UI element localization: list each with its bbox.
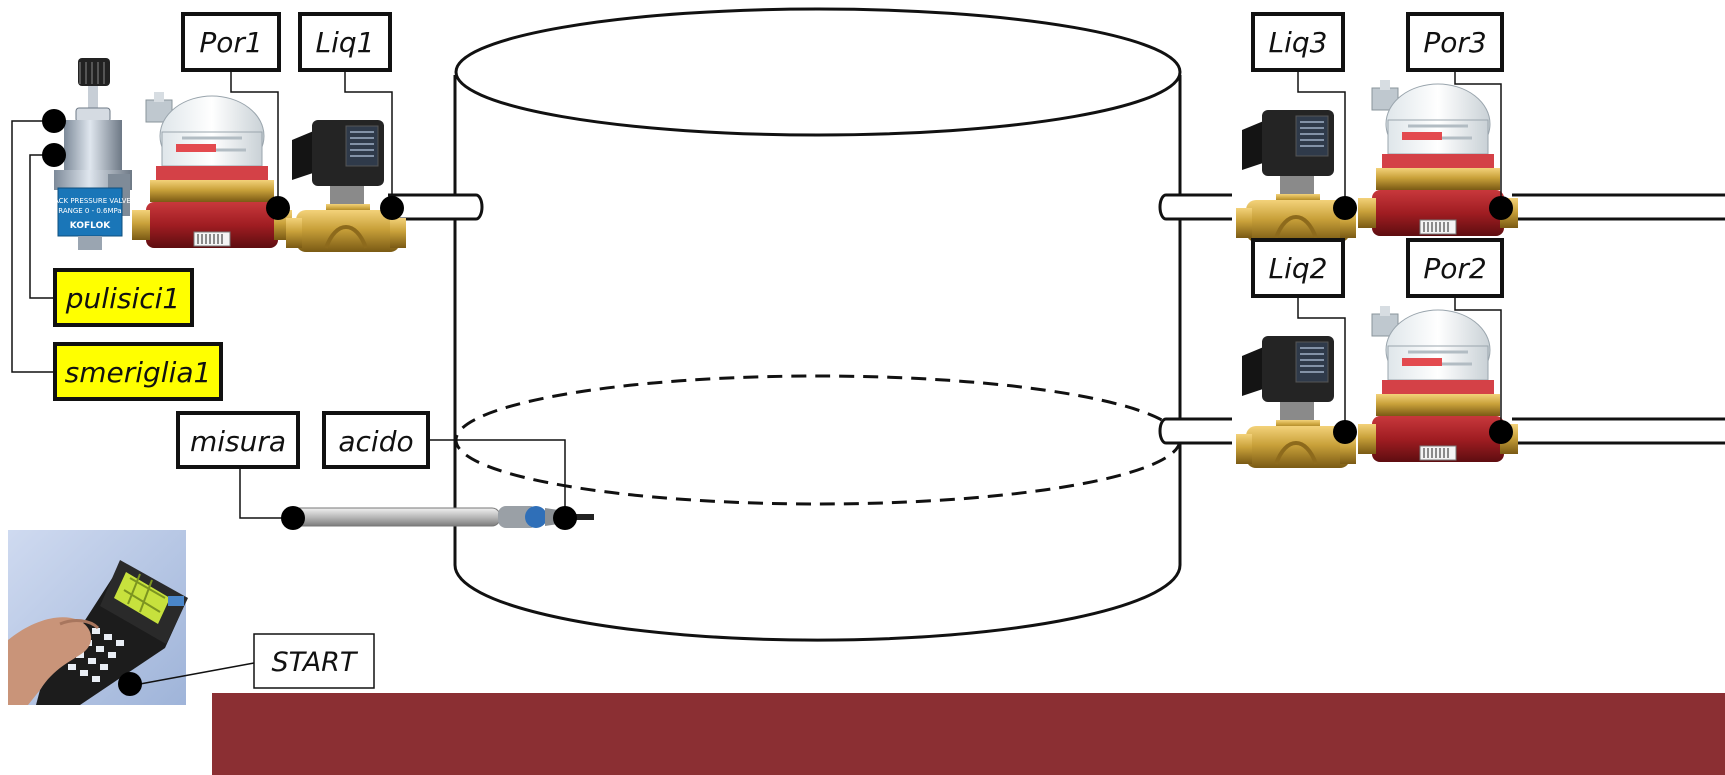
label-smeriglia1[interactable]: smeriglia1 bbox=[53, 342, 223, 401]
pipe-right-top bbox=[1158, 193, 1232, 221]
label-por1-text: Por1 bbox=[199, 26, 262, 59]
label-liq2[interactable]: Liq2 bbox=[1251, 238, 1345, 298]
start-button-label: START bbox=[272, 647, 359, 678]
label-liq3-text: Liq3 bbox=[1269, 26, 1328, 59]
dot-por1 bbox=[266, 196, 290, 220]
pipe-right-bottom-outlet bbox=[1512, 417, 1725, 445]
leader-pulisci1 bbox=[29, 154, 55, 299]
dot-pulisci1 bbox=[42, 143, 66, 167]
solenoid-valve-liq2 bbox=[1236, 334, 1356, 470]
leader-smeriglia1 bbox=[11, 120, 55, 373]
dot-smeriglia1 bbox=[42, 109, 66, 133]
label-liq3[interactable]: Liq3 bbox=[1251, 12, 1345, 72]
dot-por3 bbox=[1489, 196, 1513, 220]
dot-liq3 bbox=[1333, 196, 1357, 220]
regulator-plate-line1: BACK PRESSURE VALVE bbox=[49, 197, 131, 205]
pipe-left-inlet bbox=[388, 193, 484, 221]
back-pressure-regulator: BACK PRESSURE VALVE RANGE 0 - 0.6MPa KOF… bbox=[49, 58, 132, 250]
pipe-right-bottom bbox=[1158, 417, 1232, 445]
label-liq1[interactable]: Liq1 bbox=[298, 12, 392, 72]
dot-por2 bbox=[1489, 420, 1513, 444]
leader-liq3 bbox=[1297, 70, 1346, 208]
dot-acido bbox=[553, 506, 577, 530]
label-por3[interactable]: Por3 bbox=[1406, 12, 1504, 72]
leader-por1 bbox=[230, 70, 279, 208]
solenoid-valve-liq3 bbox=[1236, 108, 1356, 244]
connection-dots bbox=[42, 109, 1513, 696]
dot-misura bbox=[281, 506, 305, 530]
leader-por2 bbox=[1454, 296, 1502, 432]
label-por2-text: Por2 bbox=[1423, 252, 1486, 285]
leader-liq2 bbox=[1297, 296, 1346, 432]
leader-liq1 bbox=[344, 70, 393, 208]
label-por2[interactable]: Por2 bbox=[1406, 238, 1504, 298]
label-misura[interactable]: misura bbox=[176, 411, 300, 469]
start-button[interactable]: START bbox=[253, 633, 375, 689]
leader-por3 bbox=[1454, 70, 1502, 208]
label-por3-text: Por3 bbox=[1423, 26, 1486, 59]
label-por1[interactable]: Por1 bbox=[181, 12, 281, 72]
solenoid-valve-liq1 bbox=[286, 118, 406, 254]
water-meter-por1 bbox=[132, 92, 292, 250]
label-liq1-text: Liq1 bbox=[316, 26, 375, 59]
footer-bar bbox=[212, 693, 1725, 775]
leader-misura bbox=[239, 467, 293, 519]
label-acido-text: acido bbox=[338, 425, 413, 458]
dot-liq2 bbox=[1333, 420, 1357, 444]
label-acido[interactable]: acido bbox=[322, 411, 430, 469]
pipe-right-top-outlet bbox=[1512, 193, 1725, 221]
label-pulisci1[interactable]: pulisici1 bbox=[53, 268, 194, 327]
label-liq2-text: Liq2 bbox=[1269, 252, 1328, 285]
label-misura-text: misura bbox=[190, 425, 286, 458]
regulator-plate-brand: KOFLOK bbox=[70, 221, 111, 231]
handheld-terminal-photo bbox=[8, 530, 188, 705]
leader-start bbox=[139, 662, 255, 685]
dot-liq1 bbox=[380, 196, 404, 220]
tank-body bbox=[453, 75, 1182, 642]
label-pulisci1-text: pulisici1 bbox=[65, 282, 180, 315]
label-smeriglia1-text: smeriglia1 bbox=[65, 356, 212, 389]
leader-lines bbox=[11, 70, 1502, 685]
dot-start bbox=[118, 672, 142, 696]
ph-probe bbox=[289, 506, 594, 528]
tank bbox=[453, 7, 1182, 642]
regulator-plate-line2: RANGE 0 - 0.6MPa bbox=[58, 207, 121, 215]
leader-acido bbox=[428, 439, 566, 518]
pipes bbox=[388, 193, 1725, 445]
tank-top bbox=[454, 7, 1182, 137]
